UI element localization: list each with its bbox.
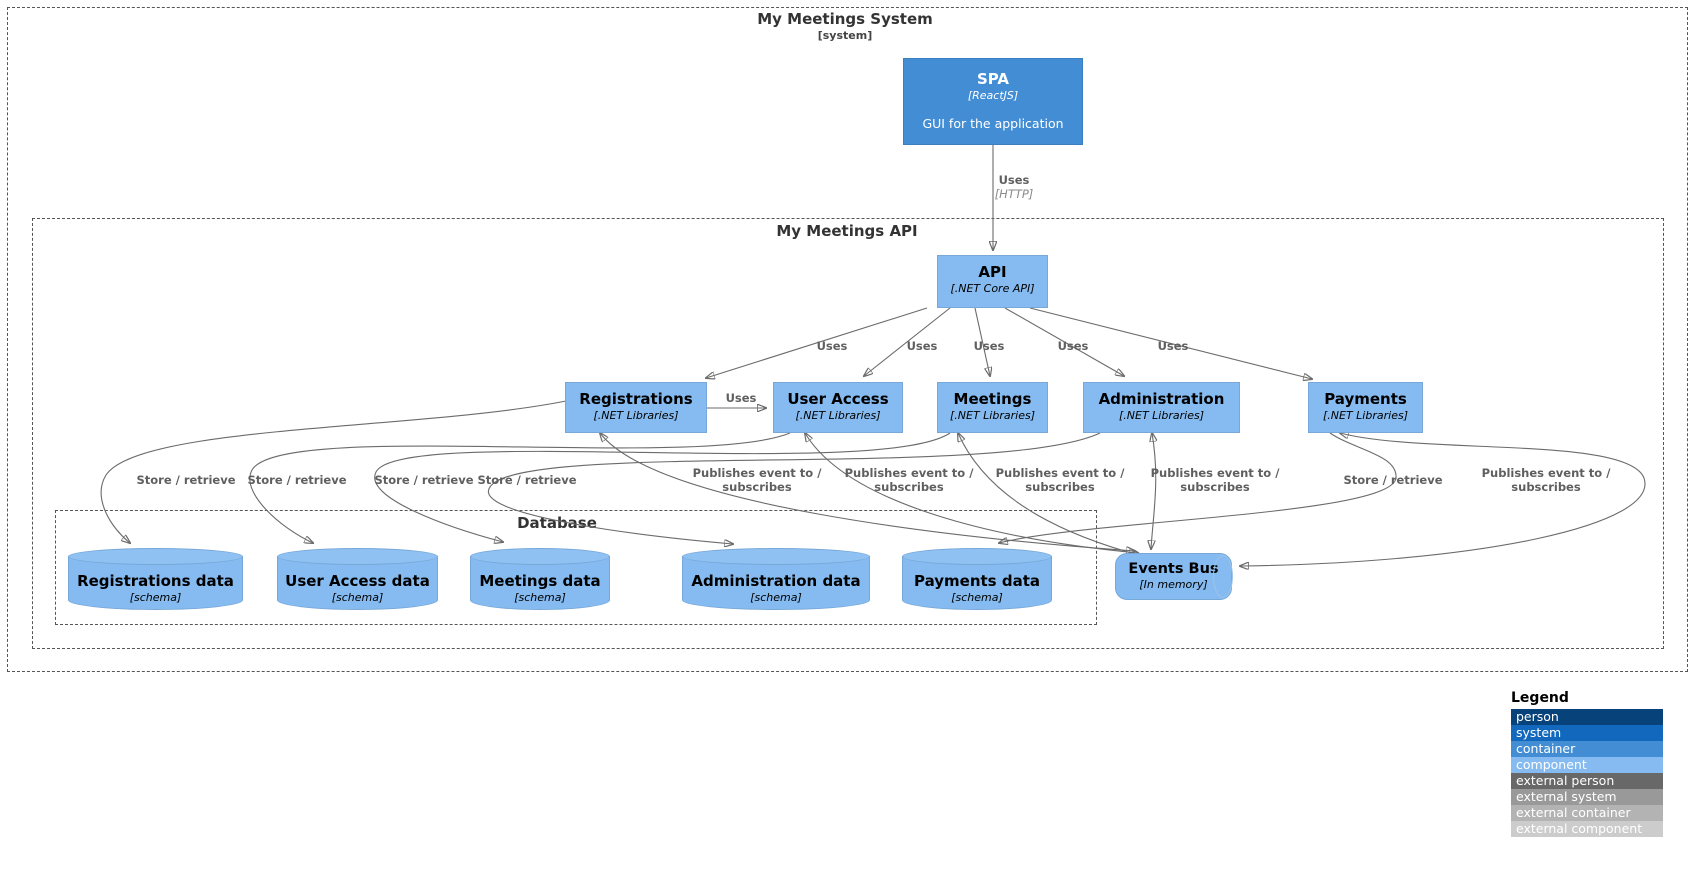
system-boundary: [7, 7, 1688, 672]
api-title: API: [978, 263, 1007, 281]
component-registrations: Registrations [.NET Libraries]: [565, 382, 707, 433]
cylinder-top: [68, 548, 243, 565]
database-boundary-title: Database: [517, 514, 597, 532]
edge-label-uses-3: Uses: [973, 339, 1005, 353]
cylinder-body: [277, 556, 438, 610]
spa-description: GUI for the application: [922, 116, 1064, 132]
legend-row-external-container: external container: [1511, 805, 1663, 821]
cylinder-top: [902, 548, 1052, 565]
edge-api-payments: [1029, 307, 1312, 379]
administration-title: Administration: [1098, 390, 1225, 408]
container-spa: SPA [ReactJS] GUI for the application: [903, 58, 1083, 145]
datastore-registrations-data: Registrations data [schema]: [68, 548, 243, 610]
datastore-payments-data: Payments data [schema]: [902, 548, 1052, 610]
edge-registrations-store: [100, 400, 567, 543]
registrations-tech: [.NET Libraries]: [593, 408, 679, 422]
user-access-data-tech: [schema]: [331, 590, 384, 604]
edge-label-uses-4: Uses: [1057, 339, 1089, 353]
legend-title: Legend: [1511, 690, 1569, 706]
cylinder-top: [470, 548, 610, 565]
cylinder-body: [682, 556, 870, 610]
administration-data-tech: [schema]: [750, 590, 802, 604]
edge-administration-eventsbus: [1151, 433, 1156, 549]
registrations-data-title: Registrations data: [77, 572, 234, 590]
database-boundary: [55, 510, 1097, 625]
legend-row-component: component: [1511, 757, 1663, 773]
system-boundary-subtitle: [system]: [817, 29, 873, 42]
user-access-data-title: User Access data: [285, 572, 430, 590]
registrations-title: Registrations: [579, 390, 693, 408]
queue-events-bus: Events Bus [In memory]: [1115, 553, 1233, 600]
meetings-title: Meetings: [953, 390, 1032, 408]
payments-data-tech: [schema]: [951, 590, 1003, 604]
legend-row-external-system: external system: [1511, 789, 1663, 805]
edge-label-spa-api: Uses [HTTP]: [974, 173, 1054, 202]
cylinder-top: [682, 548, 870, 565]
edge-label-publish-5: Publishes event to / subscribes: [1481, 466, 1611, 494]
legend-row-person: person: [1511, 709, 1663, 725]
edge-label-store-2: Store / retrieve: [247, 473, 347, 487]
edge-api-registrations: [706, 307, 928, 378]
edge-label-uses-1: Uses: [816, 339, 848, 353]
legend-row-system: system: [1511, 725, 1663, 741]
edge-label-publish-4: Publishes event to / subscribes: [1150, 466, 1280, 494]
administration-data-title: Administration data: [691, 572, 861, 590]
payments-title: Payments: [1324, 390, 1407, 408]
edge-api-useraccess: [864, 307, 951, 376]
system-boundary-title-text: My Meetings System: [757, 10, 933, 28]
legend: Legend person system container component…: [1511, 690, 1663, 837]
edge-label-publish-3: Publishes event to / subscribes: [995, 466, 1125, 494]
edge-meetings-eventsbus: [958, 433, 1142, 556]
edge-label-store-3: Store / retrieve: [374, 473, 474, 487]
http-label: [HTTP]: [994, 186, 1034, 201]
spa-tech: [ReactJS]: [967, 88, 1019, 102]
legend-row-external-person: external person: [1511, 773, 1663, 789]
api-tech: [.NET Core API]: [950, 281, 1035, 295]
edge-label-uses-2: Uses: [906, 339, 938, 353]
cylinder-body: [470, 556, 610, 610]
meetings-data-tech: [schema]: [514, 590, 566, 604]
edge-label-store-4: Store / retrieve: [477, 473, 577, 487]
datastore-user-access-data: User Access data [schema]: [277, 548, 438, 610]
edge-label-store-5: Store / retrieve: [1343, 473, 1443, 487]
events-bus-tech: [In memory]: [1139, 578, 1208, 592]
payments-data-title: Payments data: [914, 572, 1040, 590]
cylinder-body: [902, 556, 1052, 610]
edge-payments-eventsbus: [1240, 433, 1646, 566]
cylinder-top: [277, 548, 438, 565]
edge-label-publish-2: Publishes event to / subscribes: [844, 466, 974, 494]
edge-label-store-1: Store / retrieve: [136, 473, 236, 487]
edge-label-publish-1: Publishes event to / subscribes: [692, 466, 822, 494]
meetings-tech: [.NET Libraries]: [950, 408, 1035, 422]
payments-tech: [.NET Libraries]: [1323, 408, 1408, 422]
edge-api-meetings: [974, 307, 990, 376]
spa-title: SPA: [976, 70, 1010, 88]
events-bus-title: Events Bus: [1128, 561, 1219, 577]
legend-row-external-component: external component: [1511, 821, 1663, 837]
meetings-data-title: Meetings data: [479, 572, 601, 590]
user-access-tech: [.NET Libraries]: [795, 408, 881, 422]
edge-label-uses-reg-ua: Uses: [725, 391, 757, 405]
component-payments: Payments [.NET Libraries]: [1308, 382, 1423, 433]
cylinder-body: [68, 556, 243, 610]
uses-label: Uses: [998, 173, 1030, 187]
edge-label-uses-5: Uses: [1157, 339, 1189, 353]
legend-row-container: container: [1511, 741, 1663, 757]
registrations-data-tech: [schema]: [129, 590, 182, 604]
system-boundary-title: My Meetings System [system]: [645, 10, 1045, 42]
administration-tech: [.NET Libraries]: [1119, 408, 1204, 422]
component-api: API [.NET Core API]: [937, 255, 1048, 308]
edge-api-administration: [1004, 307, 1124, 376]
datastore-administration-data: Administration data [schema]: [682, 548, 870, 610]
component-administration: Administration [.NET Libraries]: [1083, 382, 1240, 433]
datastore-meetings-data: Meetings data [schema]: [470, 548, 610, 610]
api-boundary-title: My Meetings API: [776, 222, 918, 240]
user-access-title: User Access: [787, 390, 889, 408]
component-user-access: User Access [.NET Libraries]: [773, 382, 903, 433]
component-meetings: Meetings [.NET Libraries]: [937, 382, 1048, 433]
api-boundary: [32, 218, 1664, 649]
